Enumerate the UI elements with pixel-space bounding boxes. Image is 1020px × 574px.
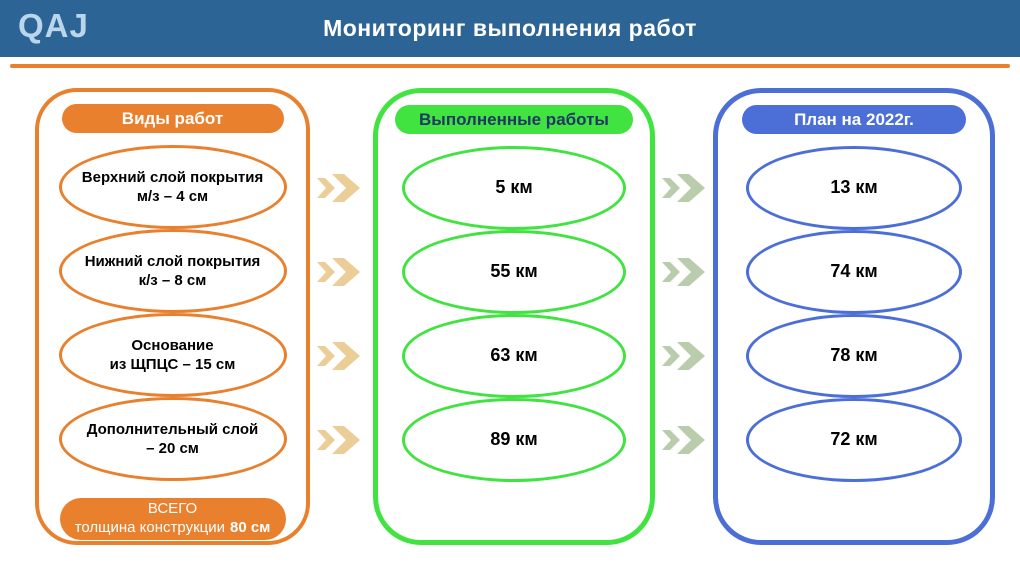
chevron-large bbox=[677, 342, 705, 370]
double-chevron-icon bbox=[317, 174, 360, 202]
page-title: Мониторинг выполнения работ bbox=[323, 15, 697, 41]
work-type-line2: из ЩПЦС – 15 см bbox=[109, 356, 236, 373]
work-type-line1: Основание bbox=[131, 336, 214, 354]
chevron-small bbox=[662, 262, 680, 282]
total-label: ВСЕГО bbox=[147, 500, 198, 518]
total-thickness-pill: ВСЕГО толщина конструкции 80 см bbox=[59, 498, 286, 540]
double-chevron-icon bbox=[662, 426, 705, 454]
plan-value: 13 км bbox=[746, 146, 962, 230]
panel-completed-works: Выполненные работы 5 км 55 км 63 км 89 к… bbox=[373, 88, 655, 545]
qaj-logo: QAJ bbox=[18, 7, 89, 44]
completed-works-title: Выполненные работы bbox=[395, 105, 633, 134]
panel-work-types: Виды работ Верхний слой покрытия м/з – 4… bbox=[35, 88, 310, 545]
work-type-line1: Дополнительный слой bbox=[86, 420, 259, 438]
total-line: толщина конструкции 80 см bbox=[75, 519, 271, 538]
completed-value: 89 км bbox=[402, 398, 626, 482]
total-value: 80 см bbox=[230, 519, 271, 536]
work-type-line2: к/з – 8 см bbox=[138, 272, 207, 289]
work-type-line1: Верхний слой покрытия bbox=[81, 168, 264, 186]
work-type-line2: – 20 см bbox=[146, 440, 199, 457]
panel-plan-2022: План на 2022г. 13 км 74 км 78 км 72 км bbox=[713, 88, 995, 545]
chevron-large bbox=[332, 426, 360, 454]
double-chevron-icon bbox=[662, 258, 705, 286]
chevron-large bbox=[332, 174, 360, 202]
chevron-small bbox=[662, 178, 680, 198]
chevron-large bbox=[332, 342, 360, 370]
divider-line bbox=[10, 64, 1010, 68]
chevron-small bbox=[662, 430, 680, 450]
chevron-large bbox=[677, 426, 705, 454]
chevron-small bbox=[317, 262, 335, 282]
chevron-small bbox=[317, 430, 335, 450]
double-chevron-icon bbox=[317, 342, 360, 370]
plan-value: 74 км bbox=[746, 230, 962, 314]
work-type-line1: Нижний слой покрытия bbox=[84, 252, 261, 270]
work-type-item: Дополнительный слой – 20 см bbox=[58, 397, 287, 481]
double-chevron-icon bbox=[317, 426, 360, 454]
work-type-line2: м/з – 4 см bbox=[136, 188, 209, 205]
completed-value: 55 км bbox=[402, 230, 626, 314]
completed-value: 5 км bbox=[402, 146, 626, 230]
plan-value: 78 км bbox=[746, 314, 962, 398]
chevron-small bbox=[317, 178, 335, 198]
double-chevron-icon bbox=[317, 258, 360, 286]
plan-2022-title: План на 2022г. bbox=[742, 105, 966, 134]
chevron-small bbox=[317, 346, 335, 366]
work-type-item: Нижний слой покрытия к/з – 8 см bbox=[58, 229, 287, 313]
plan-value: 72 км bbox=[746, 398, 962, 482]
work-type-item: Основание из ЩПЦС – 15 см bbox=[58, 313, 287, 397]
double-chevron-icon bbox=[662, 174, 705, 202]
chevron-large bbox=[677, 174, 705, 202]
work-types-title: Виды работ bbox=[61, 104, 284, 133]
work-type-item: Верхний слой покрытия м/з – 4 см bbox=[58, 145, 287, 229]
chevron-small bbox=[662, 346, 680, 366]
double-chevron-icon bbox=[662, 342, 705, 370]
completed-value: 63 км bbox=[402, 314, 626, 398]
chevron-large bbox=[332, 258, 360, 286]
header-bar: QAJ Мониторинг выполнения работ bbox=[0, 0, 1020, 57]
chevron-large bbox=[677, 258, 705, 286]
total-text: толщина конструкции bbox=[74, 519, 225, 536]
